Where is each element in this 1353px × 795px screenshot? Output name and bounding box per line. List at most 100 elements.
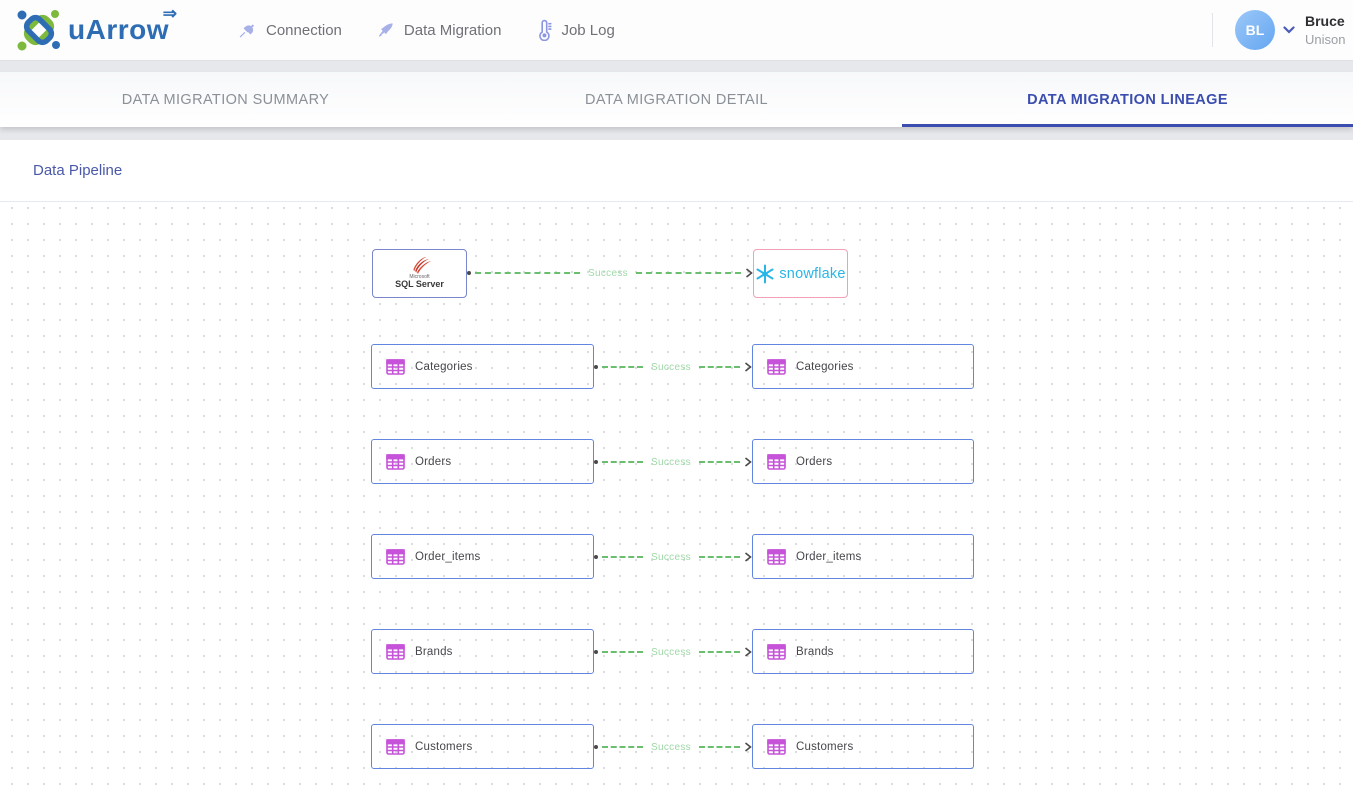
chevron-down-icon[interactable] [1283,26,1295,34]
header-divider [1212,13,1213,47]
connection-source-dot [594,460,598,464]
arrow-right-icon [744,362,752,372]
connection-line [698,366,740,368]
user-block: Bruce Unison [1305,11,1353,48]
nav-item-job-log[interactable]: Job Log [535,19,615,41]
connection-systems: Success [467,265,753,281]
rocket-icon [376,20,396,40]
arrow-right-icon [744,552,752,562]
source-table-node-brands[interactable]: Brands [371,629,594,674]
tab-data-migration-lineage[interactable]: DATA MIGRATION LINEAGE [902,72,1353,127]
table-name-label: Categories [415,360,473,373]
table-icon [767,643,786,660]
thermometer-icon [535,19,553,41]
sqlserver-brand-text: Microsoft [409,274,430,281]
plug-icon [237,20,258,41]
table-icon [767,738,786,755]
connection-line [475,272,581,274]
connection-orders: Success [594,454,752,470]
page-title: Data Pipeline [33,162,123,179]
arrow-right-icon [744,742,752,752]
tab-label: DATA MIGRATION SUMMARY [121,91,330,108]
source-system-node-sqlserver[interactable]: Microsoft SQL Server [372,249,467,298]
user-name: Bruce [1305,13,1345,30]
connection-brands: Success [594,644,752,660]
connection-line [602,461,644,463]
connection-line [698,651,740,653]
connection-status-label: Success [651,646,691,658]
snowflake-logo-icon [755,264,775,284]
table-name-label: Orders [796,455,833,468]
nav-item-label: Connection [266,21,342,39]
app-logo[interactable]: uArrow ⇒ [14,4,179,55]
section-header: Data Pipeline [0,140,1353,202]
table-name-label: Customers [415,740,473,753]
source-table-node-customers[interactable]: Customers [371,724,594,769]
connection-source-dot [594,365,598,369]
tab-data-migration-detail[interactable]: DATA MIGRATION DETAIL [451,72,902,127]
table-name-label: Order_items [415,550,481,563]
connection-status-label: Success [651,741,691,753]
uarrow-logo-icon [14,5,64,55]
table-icon [386,358,405,375]
table-name-label: Brands [415,645,453,658]
table-icon [767,548,786,565]
table-name-label: Categories [796,360,854,373]
avatar[interactable]: BL [1235,10,1275,50]
connection-line [698,746,740,748]
table-name-label: Orders [415,455,452,468]
table-icon [386,453,405,470]
target-table-node-customers[interactable]: Customers [752,724,974,769]
table-icon [767,453,786,470]
tab-data-migration-summary[interactable]: DATA MIGRATION SUMMARY [0,72,451,127]
source-table-node-order-items[interactable]: Order_items [371,534,594,579]
connection-line [635,272,741,274]
connection-line [698,461,740,463]
arrow-right-icon [745,268,753,278]
logo-text: uArrow [68,14,169,45]
table-icon [386,643,405,660]
active-tab-indicator [902,124,1353,127]
table-icon [386,548,405,565]
divider-strip [0,127,1353,140]
lineage-canvas[interactable]: Microsoft SQL Server Success snowflake [0,202,1353,795]
user-org: Unison [1305,31,1346,47]
sqlserver-logo-icon [403,257,437,275]
table-name-label: Customers [796,740,854,753]
target-table-node-orders[interactable]: Orders [752,439,974,484]
source-table-node-categories[interactable]: Categories [371,344,594,389]
target-table-node-order-items[interactable]: Order_items [752,534,974,579]
tab-label: DATA MIGRATION LINEAGE [1027,91,1228,108]
snowflake-name-text: snowflake [779,265,846,282]
app-header: uArrow ⇒ Connection Data Migration [0,0,1353,60]
connection-source-dot [594,745,598,749]
target-table-node-brands[interactable]: Brands [752,629,974,674]
table-name-label: Order_items [796,550,862,563]
logo-arrow-mark: ⇒ [162,4,177,23]
sqlserver-name-text: SQL Server [395,279,444,290]
source-table-node-orders[interactable]: Orders [371,439,594,484]
connection-customers: Success [594,739,752,755]
connection-status-label: Success [651,361,691,373]
connection-line [602,366,644,368]
connection-order-items: Success [594,549,752,565]
nav-item-label: Job Log [561,21,615,39]
connection-line [602,556,644,558]
table-name-label: Brands [796,645,834,658]
tab-label: DATA MIGRATION DETAIL [585,91,768,108]
connection-categories: Success [594,359,752,375]
tab-bar: DATA MIGRATION SUMMARY DATA MIGRATION DE… [0,72,1353,127]
table-icon [767,358,786,375]
target-system-node-snowflake[interactable]: snowflake [753,249,848,298]
connection-line [602,651,644,653]
connection-status-label: Success [651,456,691,468]
connection-source-dot [467,271,471,275]
nav-item-label: Data Migration [403,21,502,39]
nav-item-connection[interactable]: Connection [237,20,342,41]
arrow-right-icon [744,647,752,657]
main-nav: Connection Data Migration J [237,19,615,41]
target-table-node-categories[interactable]: Categories [752,344,974,389]
nav-item-data-migration[interactable]: Data Migration [376,20,502,40]
table-icon [386,738,405,755]
connection-status-label: Success [588,267,628,279]
